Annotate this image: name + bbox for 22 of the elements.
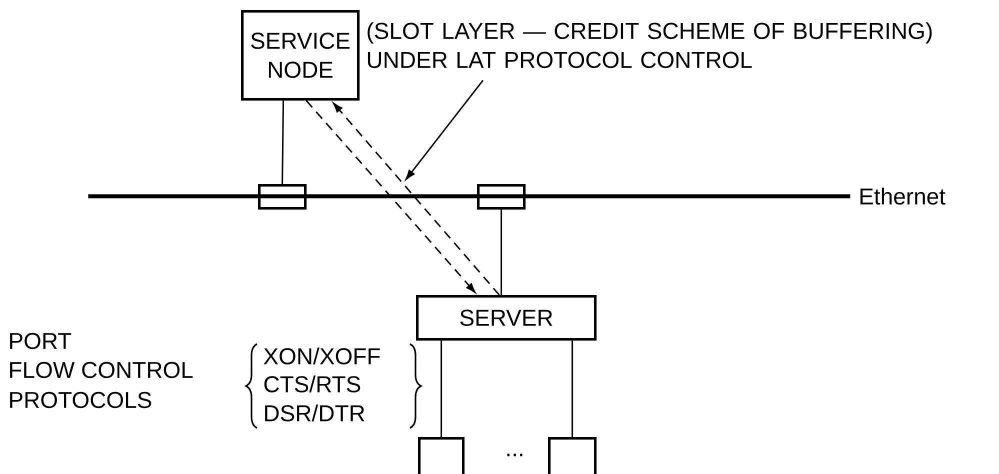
- server-box: SERVER: [416, 295, 597, 341]
- ellipsis: ...: [507, 454, 522, 456]
- leader-arrow: [406, 80, 484, 180]
- label-text: PORT: [10, 332, 72, 350]
- transceiver-box: [258, 184, 307, 210]
- protocol-name: XON/XOFF: [264, 348, 380, 364]
- terminal-box: [548, 437, 597, 474]
- label-text: FLOW CONTROL: [10, 362, 193, 378]
- bus-label: Ethernet: [860, 188, 946, 205]
- label-text: PROTOCOLS: [10, 392, 152, 408]
- terminal-box: [418, 437, 465, 474]
- connector-line: [572, 340, 574, 437]
- connector-line: [440, 340, 442, 437]
- connector-line: [282, 100, 284, 184]
- connector-line: [500, 210, 502, 295]
- protocol-name: DSR/DTR: [265, 404, 364, 422]
- arrow: [306, 100, 476, 293]
- node-box: SERVICE NODE: [241, 10, 360, 101]
- arrow: [333, 102, 500, 296]
- protocol-name: CTS/RTS: [264, 376, 360, 392]
- callout-text: (SLOT LAYER — CREDIT SCHEME OF BUFFERING) UNDER LAT PROTOCOL CONTROL: [368, 22, 932, 68]
- transceiver-box: [477, 184, 526, 210]
